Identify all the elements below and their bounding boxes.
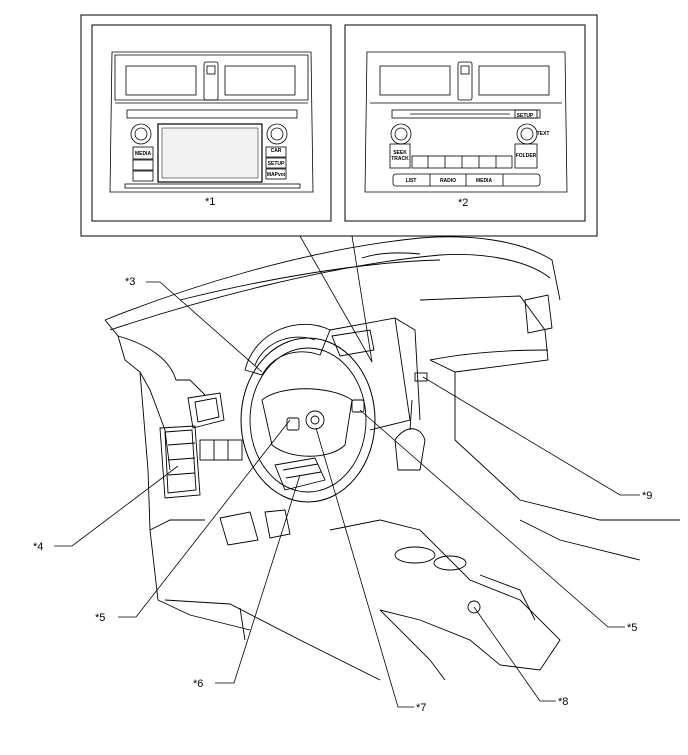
media-label: MEDIA bbox=[135, 151, 152, 157]
text-label: TEXT bbox=[537, 131, 550, 137]
setup-button bbox=[265, 157, 287, 169]
callout-2: *2 bbox=[458, 197, 468, 209]
inset-pointer-right bbox=[351, 235, 373, 363]
setup-label: SETUP bbox=[268, 161, 285, 167]
list-label: LIST bbox=[406, 178, 417, 184]
callout-8: *8 bbox=[558, 696, 568, 708]
panel2-frame bbox=[344, 24, 586, 222]
callout-5-right: *5 bbox=[627, 622, 637, 634]
inset-frame bbox=[80, 14, 598, 237]
callout-4: *4 bbox=[33, 541, 43, 553]
callout-3: *3 bbox=[125, 276, 135, 288]
seek-label: SEEK bbox=[393, 150, 407, 156]
radio-label: RADIO bbox=[440, 178, 456, 184]
audio-unit-1: MEDIA CAR SETUP MAPvoi bbox=[109, 51, 314, 193]
callout-5-left: *5 bbox=[95, 612, 105, 624]
vehicle-interior bbox=[104, 236, 680, 681]
setup-label-2: SETUP bbox=[517, 113, 534, 119]
bottom-button-row bbox=[392, 173, 541, 187]
media-button bbox=[132, 146, 154, 160]
callout-1: *1 bbox=[205, 196, 215, 208]
map-label: MAPvoi bbox=[267, 172, 286, 178]
folder-label: FOLDER bbox=[516, 153, 537, 159]
panel1-frame bbox=[91, 24, 332, 222]
usb-port bbox=[467, 600, 481, 614]
callout-7: *7 bbox=[416, 702, 426, 714]
display-screen bbox=[157, 123, 263, 183]
setup-button-2 bbox=[514, 109, 538, 119]
track-label: TRACK bbox=[391, 156, 409, 162]
callout-9: *9 bbox=[642, 490, 652, 502]
callout-6: *6 bbox=[193, 678, 203, 690]
audio-unit-2: SETUP TEXT SEEK TRACK FOLDER LIST RADIO … bbox=[364, 51, 568, 193]
car-label: CAR bbox=[271, 148, 282, 154]
leader-lines bbox=[54, 281, 640, 708]
inset-pointer-left bbox=[299, 235, 373, 363]
media-label-2: MEDIA bbox=[476, 178, 493, 184]
